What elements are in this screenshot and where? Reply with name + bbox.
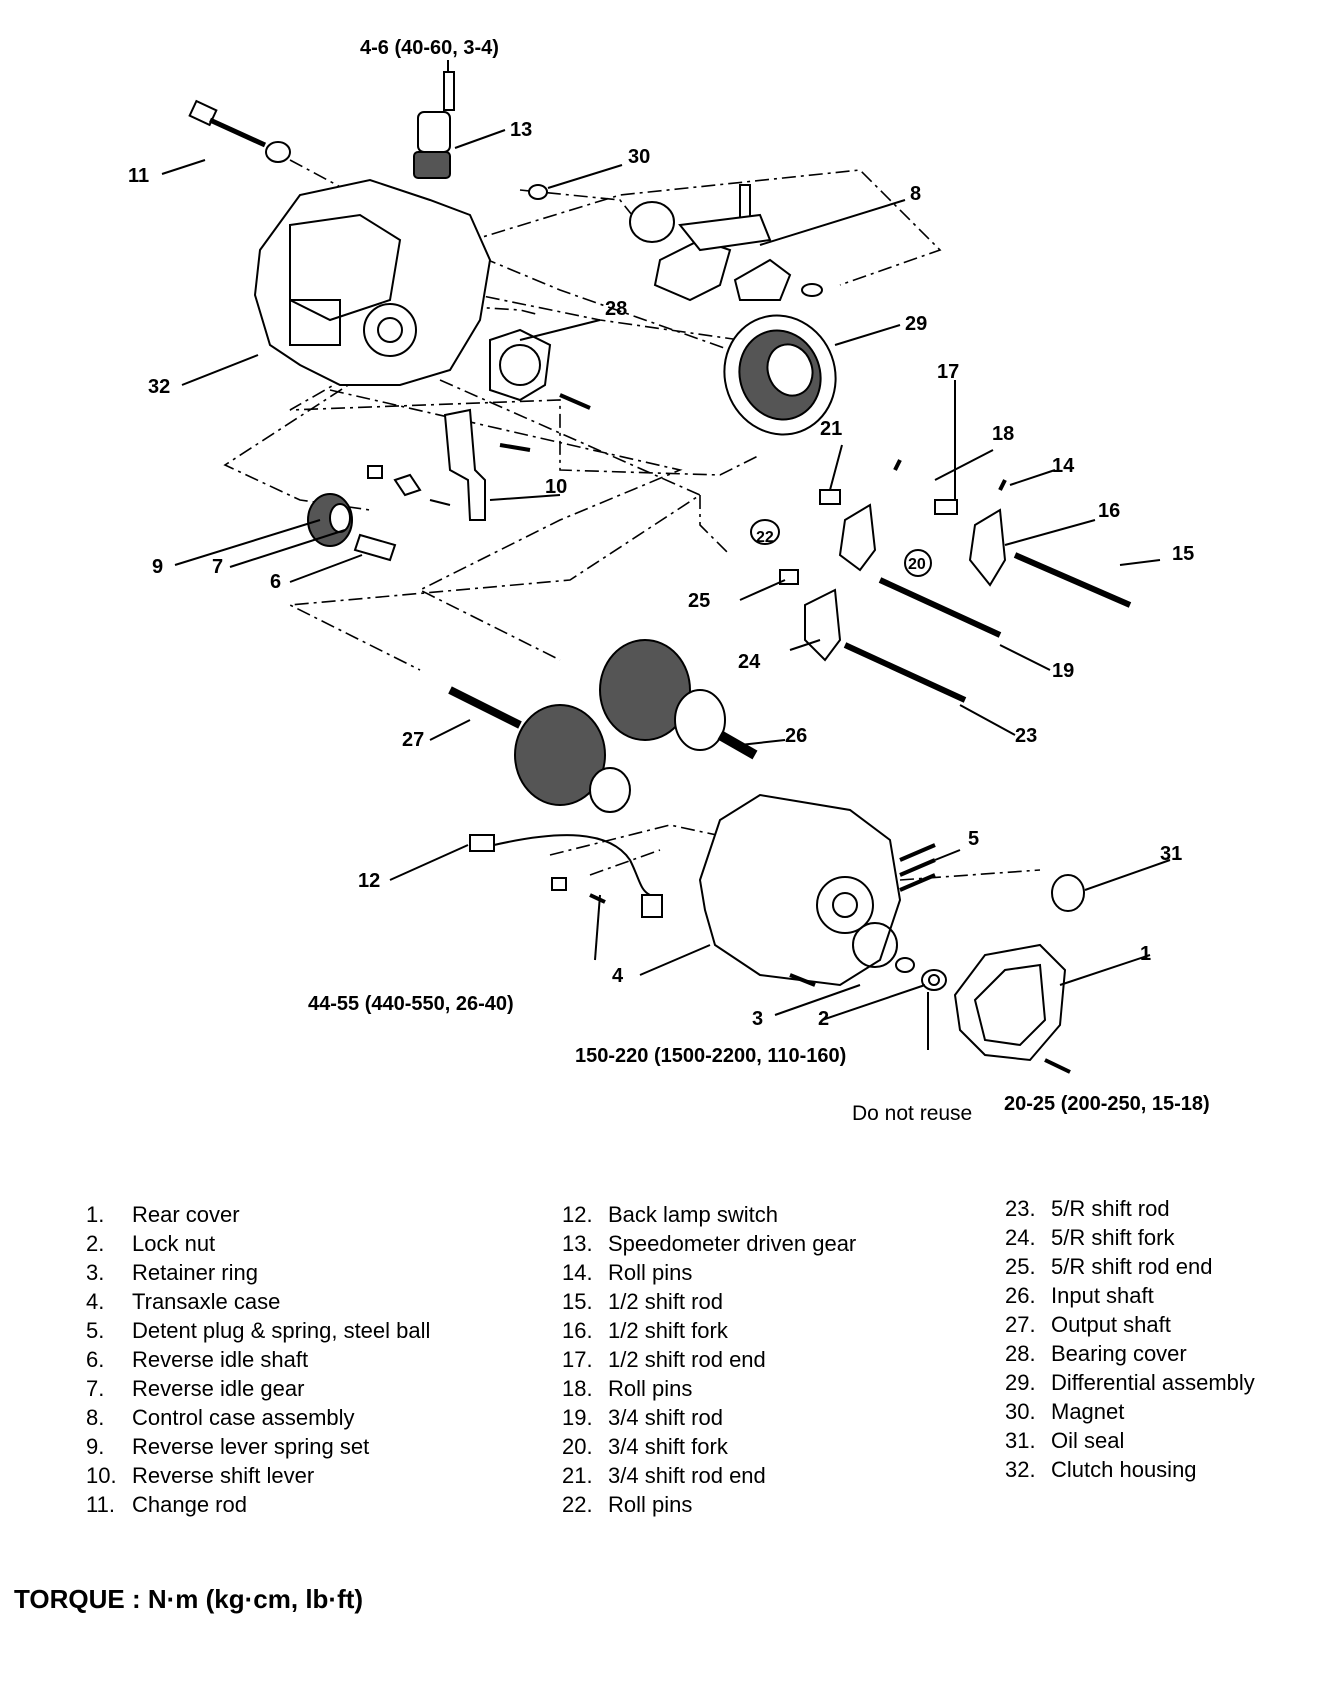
callout-30: 30 bbox=[628, 146, 650, 168]
callout-25: 25 bbox=[688, 590, 710, 612]
torque-switch-bolt: 44-55 (440-550, 26-40) bbox=[308, 993, 514, 1015]
callout-14: 14 bbox=[1052, 455, 1075, 477]
callout-7: 7 bbox=[212, 556, 223, 578]
torque-cover-bolt: 20-25 (200-250, 15-18) bbox=[1004, 1093, 1210, 1115]
change-rod-part bbox=[188, 99, 291, 163]
callout-10: 10 bbox=[545, 476, 567, 498]
back-lamp-switch-part bbox=[469, 834, 663, 918]
leader-lines bbox=[161, 60, 1171, 1050]
callout-labels: 11 13 30 8 28 29 32 17 21 18 14 10 16 15… bbox=[128, 119, 1194, 1030]
callout-3: 3 bbox=[752, 1008, 763, 1030]
control-case-part bbox=[629, 184, 823, 302]
bearing-cover-part bbox=[489, 328, 591, 410]
differential-part bbox=[723, 314, 837, 436]
callout-6: 6 bbox=[270, 571, 281, 593]
torque-unit-caption: TORQUE : N·m (kg·cm, lb·ft) bbox=[14, 1584, 364, 1614]
reverse-idle-parts bbox=[307, 465, 451, 562]
callout-32: 32 bbox=[148, 376, 170, 398]
speedometer-gear-part bbox=[413, 71, 455, 179]
callout-22: 22 bbox=[756, 529, 774, 546]
exploded-view-diagram: 11 13 30 8 28 29 32 17 21 18 14 10 16 15… bbox=[128, 37, 1210, 1125]
callout-5: 5 bbox=[968, 828, 979, 850]
clutch-housing-part bbox=[253, 178, 492, 386]
shafts bbox=[448, 639, 758, 813]
callout-2: 2 bbox=[818, 1008, 829, 1030]
callout-1: 1 bbox=[1140, 943, 1151, 965]
callout-15: 15 bbox=[1172, 543, 1194, 565]
callout-29: 29 bbox=[905, 313, 927, 335]
torque-lock-nut: 150-220 (1500-2200, 110-160) bbox=[575, 1045, 846, 1067]
torque-speedo-bolt: 4-6 (40-60, 3-4) bbox=[360, 37, 499, 59]
callout-26: 26 bbox=[785, 725, 807, 747]
callout-4: 4 bbox=[612, 965, 624, 987]
callout-12: 12 bbox=[358, 870, 380, 892]
parts-legend: 1.Rear cover 2.Lock nut 3.Retainer ring … bbox=[86, 1196, 1255, 1517]
callout-13: 13 bbox=[510, 119, 532, 141]
callout-24: 24 bbox=[738, 651, 761, 673]
callout-27: 27 bbox=[402, 729, 424, 751]
callout-21: 21 bbox=[820, 418, 842, 440]
assembly-lines bbox=[223, 159, 1041, 881]
transaxle-case-part bbox=[698, 793, 936, 987]
callout-11: 11 bbox=[128, 165, 149, 187]
do-not-reuse-note: Do not reuse bbox=[852, 1102, 972, 1125]
callout-18: 18 bbox=[992, 423, 1014, 445]
callout-28: 28 bbox=[605, 298, 627, 320]
callout-17: 17 bbox=[937, 361, 959, 383]
callout-23: 23 bbox=[1015, 725, 1037, 747]
torque-specs: 4-6 (40-60, 3-4) 44-55 (440-550, 26-40) … bbox=[308, 37, 1210, 1125]
callout-16: 16 bbox=[1098, 500, 1120, 522]
rear-cover-parts bbox=[789, 874, 1085, 1074]
callout-9: 9 bbox=[152, 556, 163, 578]
magnet-part bbox=[528, 184, 548, 200]
reverse-shift-lever-part bbox=[443, 408, 531, 521]
callout-8: 8 bbox=[910, 183, 921, 205]
callout-19: 19 bbox=[1052, 660, 1074, 682]
callout-31: 31 bbox=[1160, 843, 1182, 865]
callout-20: 20 bbox=[908, 556, 926, 573]
